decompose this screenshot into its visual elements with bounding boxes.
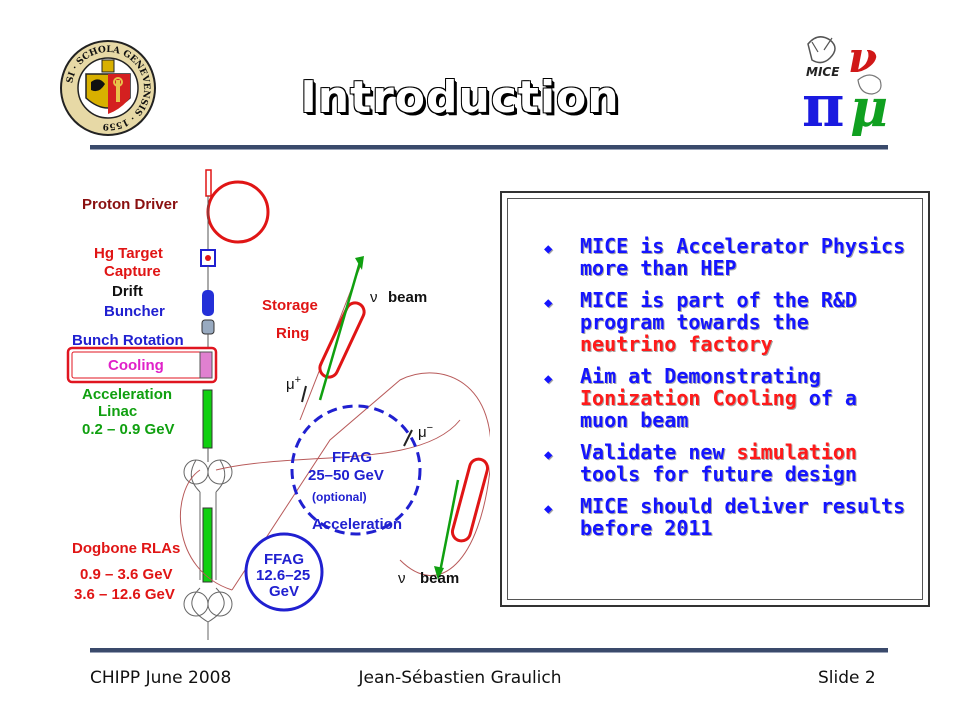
label-ffag-small-energy: 12.6–25 <box>256 567 311 584</box>
label-cooling: Cooling <box>108 357 164 374</box>
label-bunch-rotation: Bunch Rotation <box>72 332 184 349</box>
list-item: ◆Aim at Demonstrating Ionization Cooling… <box>544 364 857 432</box>
label-proton-driver: Proton Driver <box>82 196 178 213</box>
label-capture: Capture <box>104 263 161 280</box>
ffag-small-ring <box>244 532 324 612</box>
svg-text:π: π <box>802 72 844 136</box>
neutrino-factory-diagram <box>66 169 490 640</box>
label-dogbone: Dogbone RLAs <box>72 540 181 557</box>
label-nu-top: ν <box>370 289 378 306</box>
top-divider <box>90 145 888 150</box>
label-ffag-small-title: FFAG <box>264 551 304 568</box>
label-acceleration: Acceleration <box>82 386 173 403</box>
list-item: ◆MICE is part of the R&D program towards… <box>544 288 857 356</box>
list-item: ◆Validate new simulation tools for futur… <box>544 440 857 486</box>
label-drift: Drift <box>112 283 143 300</box>
label-ffag-big-title: FFAG <box>332 449 372 466</box>
diamond-bullet-icon: ◆ <box>544 501 553 517</box>
buncher-block <box>202 290 214 316</box>
svg-text:μ: μ <box>850 78 888 136</box>
list-item: ◆MICE is Accelerator Physics more than H… <box>544 234 906 280</box>
svg-text:ν: ν <box>848 33 877 82</box>
diamond-bullet-icon: ◆ <box>544 295 553 311</box>
label-ring: Ring <box>276 325 310 342</box>
svg-text:MICE: MICE <box>806 65 840 79</box>
label-ffag-big-note: (optional) <box>312 490 367 504</box>
label-ffag-big-energy: 25–50 GeV <box>308 467 384 484</box>
label-hg-target: Hg Target <box>94 245 163 262</box>
storage-ring-section-bottom <box>450 457 490 543</box>
footer-right: Slide 2 <box>818 668 876 688</box>
diamond-bullet-icon: ◆ <box>544 447 553 463</box>
label-ffag-small-unit: GeV <box>269 583 300 600</box>
ffag-optional-ring <box>290 404 422 536</box>
bullet-box: ◆MICE is Accelerator Physics more than H… <box>500 191 930 607</box>
label-beam-bottom: beam <box>420 570 460 587</box>
diamond-bullet-icon: ◆ <box>544 241 553 257</box>
label-nu-bottom: ν <box>398 570 406 587</box>
dogbone-linac-bar <box>202 507 213 583</box>
proton-driver-ring <box>206 180 270 244</box>
label-buncher: Buncher <box>104 303 165 320</box>
diamond-bullet-icon: ◆ <box>544 371 553 387</box>
footer-left: CHIPP June 2008 <box>90 668 232 688</box>
bullet-list: ◆MICE is Accelerator Physics more than H… <box>522 235 912 549</box>
label-storage: Storage <box>262 297 318 314</box>
label-beam-top: beam <box>388 289 428 306</box>
label-linac-energy: 0.2 – 0.9 GeV <box>82 421 175 438</box>
footer-center: Jean-Sébastien Graulich <box>358 668 562 688</box>
label-mu-plus: μ+ <box>286 374 302 393</box>
page-title: Introduction <box>300 72 620 123</box>
label-mu-minus: μ− <box>418 422 434 441</box>
label-acceleration2: Acceleration <box>312 516 403 533</box>
label-dogbone-e1: 0.9 – 3.6 GeV <box>80 566 173 583</box>
mice-logo: MICE ν π μ <box>802 33 888 136</box>
label-dogbone-e2: 3.6 – 12.6 GeV <box>74 586 175 603</box>
geneva-seal-logo: SI · SCHOLA GENEVENSIS · 1559 <box>60 40 156 136</box>
linac-bar <box>202 389 213 449</box>
list-item: ◆MICE should deliver results before 2011 <box>544 494 906 540</box>
storage-ring-section-top <box>318 301 366 379</box>
bottom-divider <box>90 648 888 653</box>
cooling-section-frame <box>66 346 218 384</box>
label-linac: Linac <box>98 403 138 420</box>
